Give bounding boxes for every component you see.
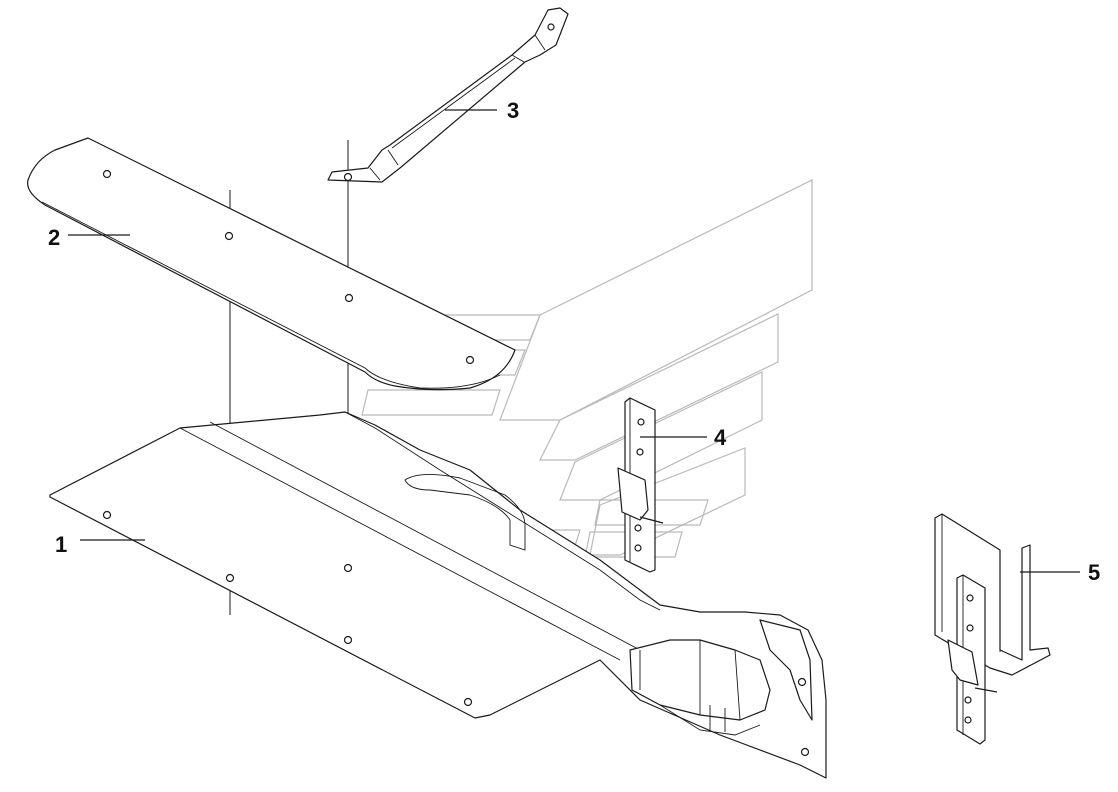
part-5-angle-bracket xyxy=(934,513,1051,745)
hole xyxy=(966,624,974,632)
hole xyxy=(344,293,354,303)
callout-label-2: 2 xyxy=(48,225,60,250)
hole xyxy=(343,172,353,182)
hole xyxy=(636,448,644,456)
hole xyxy=(797,677,807,687)
hole xyxy=(224,231,234,241)
hole xyxy=(465,355,475,365)
part-1-base-plate xyxy=(49,411,827,779)
hole xyxy=(343,635,353,645)
hole xyxy=(964,716,972,724)
leader xyxy=(974,687,998,693)
hole xyxy=(225,573,235,583)
hole xyxy=(966,594,974,602)
callout-label-1: 1 xyxy=(55,532,67,557)
hole xyxy=(634,524,642,532)
callout-label-4: 4 xyxy=(714,425,727,450)
hole xyxy=(102,510,112,520)
hole xyxy=(463,697,473,707)
callout-label-3: 3 xyxy=(507,98,519,123)
callout-label-5: 5 xyxy=(1088,560,1100,585)
part-2-upper-plate xyxy=(27,137,516,391)
part-4-small-bracket xyxy=(617,397,664,573)
hole xyxy=(547,23,555,31)
hole xyxy=(634,544,642,552)
hole xyxy=(102,169,112,179)
hole xyxy=(637,418,645,426)
hole xyxy=(343,563,353,573)
leader xyxy=(639,516,664,524)
hole xyxy=(800,747,810,757)
part-3-support-strap xyxy=(327,7,569,183)
hole xyxy=(964,696,972,704)
